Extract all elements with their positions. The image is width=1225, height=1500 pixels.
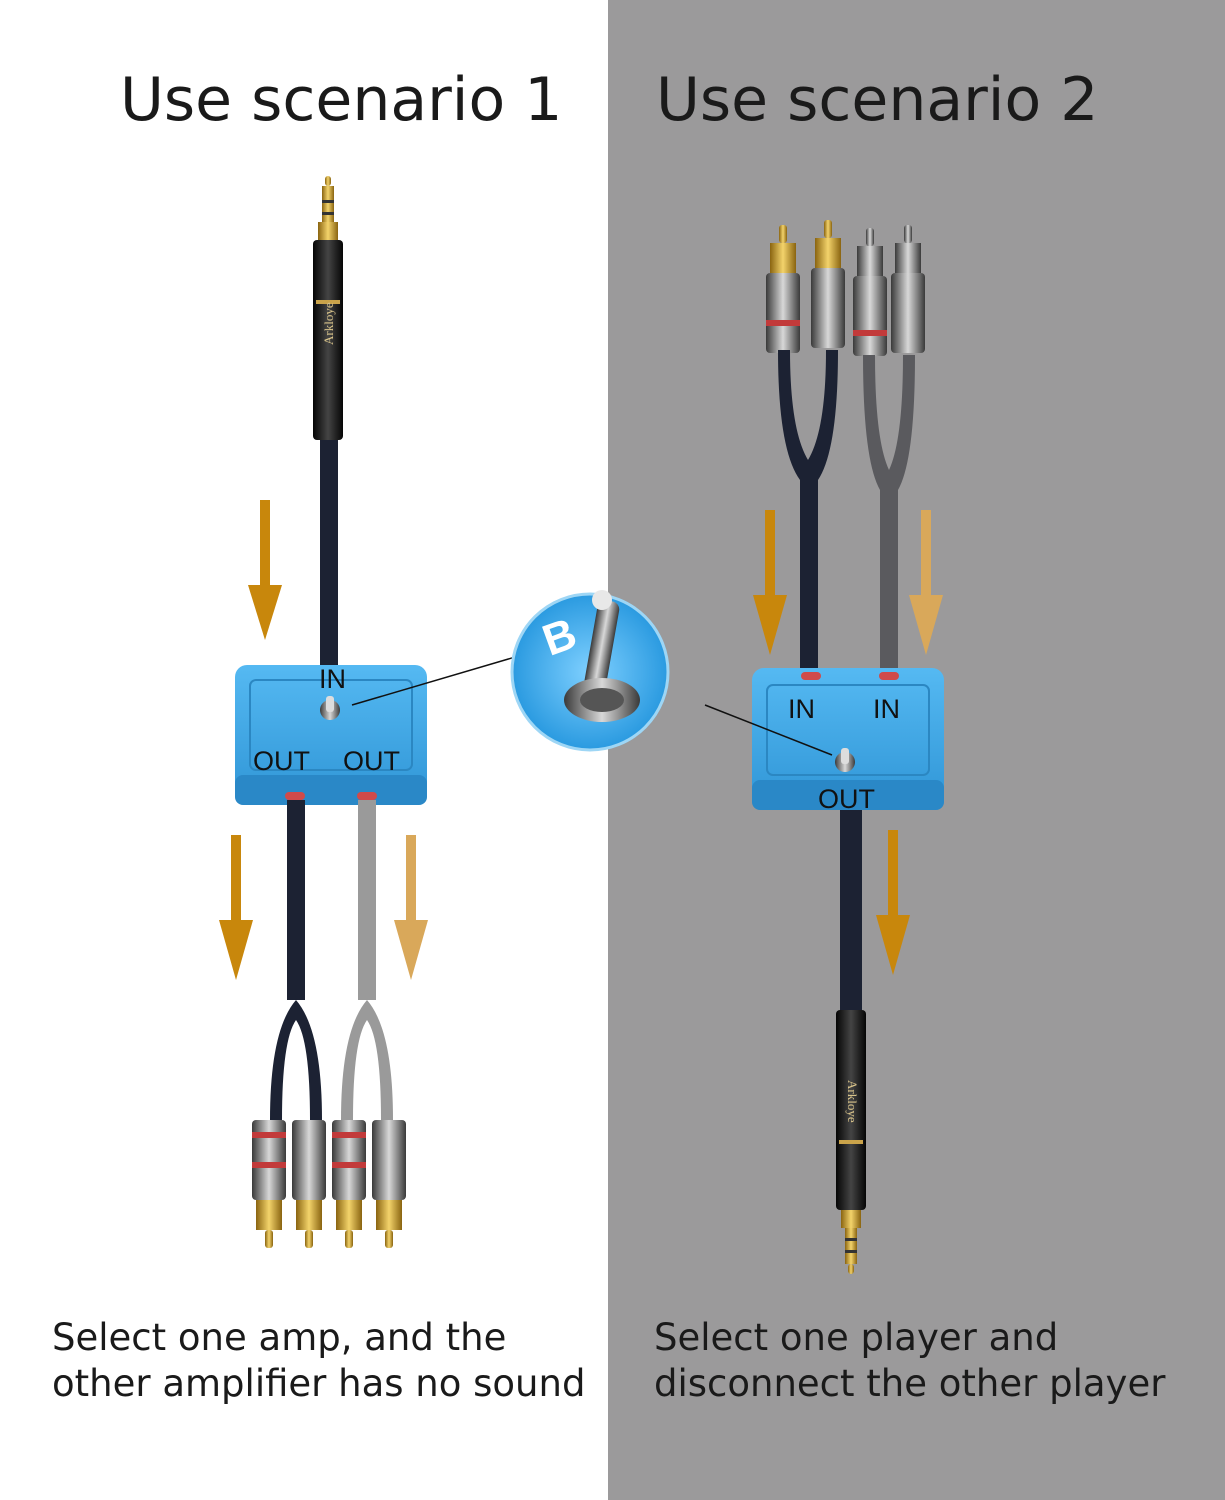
output-cables-1: [270, 792, 393, 1120]
brand-label-top: Arkloye: [321, 302, 336, 345]
rca-plugs-bottom: [252, 1120, 406, 1248]
arrow-down-icon: [876, 830, 910, 975]
scenario-1-caption-line-1: Select one amp, and the: [52, 1316, 507, 1359]
label-in-right: IN: [873, 694, 900, 724]
brand-label-bottom: Arkloye: [845, 1080, 860, 1123]
scenario-1-caption-line-2: other amplifier has no sound: [52, 1362, 586, 1405]
switch-box-2: IN IN OUT: [752, 668, 944, 814]
scenario-1-panel: Use scenario 1 Select one amp, and the o…: [0, 0, 608, 1500]
scenario-2-title: Use scenario 2: [656, 65, 1099, 135]
aux-plug-top: Arkloye: [313, 176, 343, 440]
arrow-down-icon: [248, 500, 282, 640]
arrow-down-icon: [909, 510, 943, 655]
arrow-down-icon: [394, 835, 428, 980]
label-out: OUT: [818, 784, 875, 814]
output-cable-2: [840, 810, 862, 1010]
label-out-right: OUT: [343, 746, 400, 776]
scenario-2-caption: Select one player and disconnect the oth…: [654, 1315, 1214, 1407]
arrow-down-icon: [753, 510, 787, 655]
label-out-left: OUT: [253, 746, 310, 776]
rca-plugs-top: [766, 220, 925, 356]
switch-box-1: IN OUT OUT: [235, 664, 427, 805]
arrow-down-icon: [219, 835, 253, 980]
scenario-2-caption-line-2: disconnect the other player: [654, 1362, 1166, 1405]
toggle-switch-zoom: B: [510, 590, 670, 752]
label-in-left: IN: [788, 694, 815, 724]
scenario-2-caption-line-1: Select one player and: [654, 1316, 1059, 1359]
label-in: IN: [319, 664, 346, 694]
scenario-1-caption: Select one amp, and the other amplifier …: [52, 1315, 592, 1407]
input-cables-2: [778, 350, 915, 680]
input-cable: [320, 440, 338, 665]
aux-plug-bottom: Arkloye: [836, 1010, 866, 1274]
scenario-1-title: Use scenario 1: [120, 65, 563, 135]
